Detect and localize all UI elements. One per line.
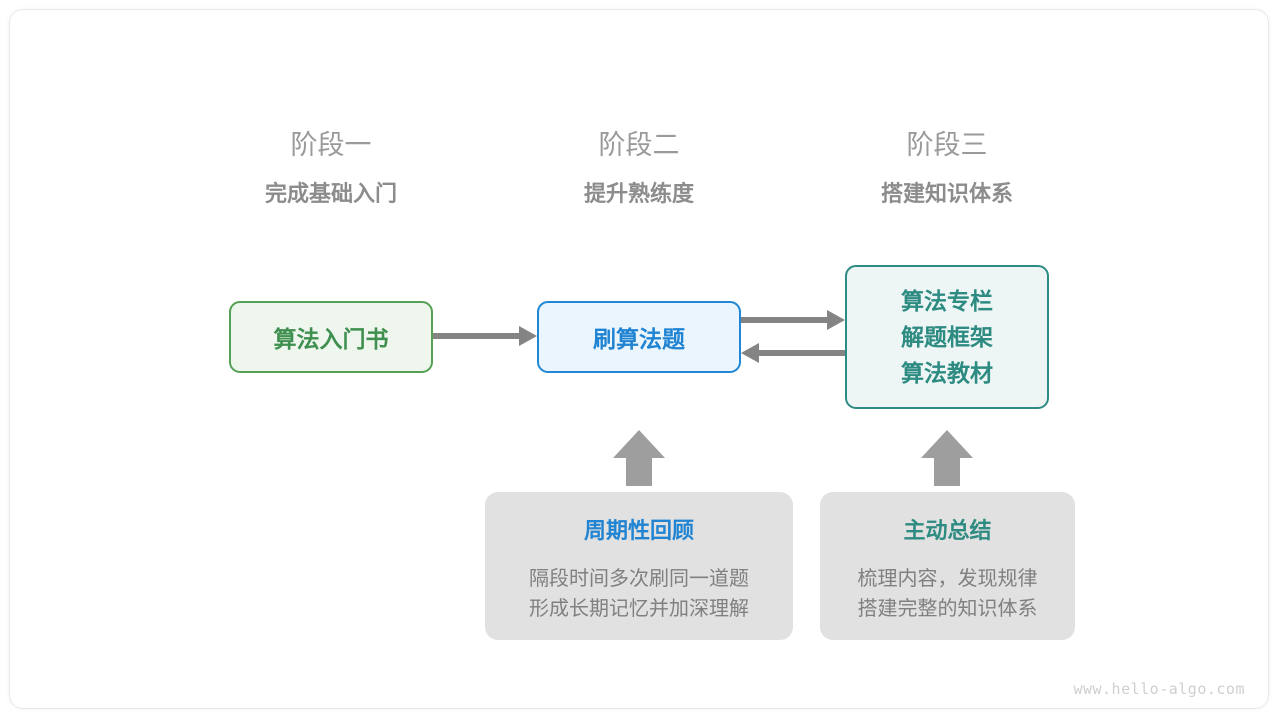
phase-1-subtitle: 完成基础入门 — [264, 181, 397, 206]
note-review-body-line-2: 形成长期记忆并加深理解 — [529, 598, 749, 620]
node-practice-label: 刷算法题 — [593, 326, 685, 352]
phase-3-subtitle: 搭建知识体系 — [880, 181, 1013, 206]
phase-3-number: 阶段三 — [906, 130, 988, 160]
note-periodic-review[interactable]: 周期性回顾 隔段时间多次刷同一道题 形成长期记忆并加深理解 — [485, 492, 793, 640]
note-review-title: 周期性回顾 — [583, 518, 694, 543]
node-algorithm-intro-book[interactable]: 算法入门书 — [229, 301, 433, 373]
phase-1-number: 阶段一 — [290, 130, 372, 160]
note-summary-body-line-1: 梳理内容，发现规律 — [857, 568, 1038, 590]
note-active-summary[interactable]: 主动总结 梳理内容，发现规律 搭建完整的知识体系 — [820, 492, 1075, 640]
node-system-line-2: 解题框架 — [901, 324, 993, 350]
note-review-body-line-1: 隔段时间多次刷同一道题 — [529, 568, 749, 590]
node-knowledge-system[interactable]: 算法专栏 解题框架 算法教材 — [845, 265, 1049, 409]
phase-2-subtitle: 提升熟练度 — [583, 181, 694, 206]
phase-header-2: 阶段二 提升熟练度 — [509, 126, 769, 211]
note-summary-body-line-2: 搭建完整的知识体系 — [857, 598, 1038, 620]
phase-header-3: 阶段三 搭建知识体系 — [817, 126, 1077, 211]
phase-2-number: 阶段二 — [598, 130, 680, 160]
node-system-line-3: 算法教材 — [901, 360, 993, 386]
node-book-label: 算法入门书 — [273, 326, 389, 352]
watermark-url: www.hello-algo.com — [1073, 680, 1245, 698]
node-practice-problems[interactable]: 刷算法题 — [537, 301, 741, 373]
node-system-line-1: 算法专栏 — [901, 288, 993, 314]
note-summary-body: 梳理内容，发现规律 搭建完整的知识体系 — [858, 564, 1038, 624]
phase-header-1: 阶段一 完成基础入门 — [201, 126, 461, 211]
note-review-body: 隔段时间多次刷同一道题 形成长期记忆并加深理解 — [529, 564, 749, 624]
note-summary-title: 主动总结 — [903, 518, 992, 543]
